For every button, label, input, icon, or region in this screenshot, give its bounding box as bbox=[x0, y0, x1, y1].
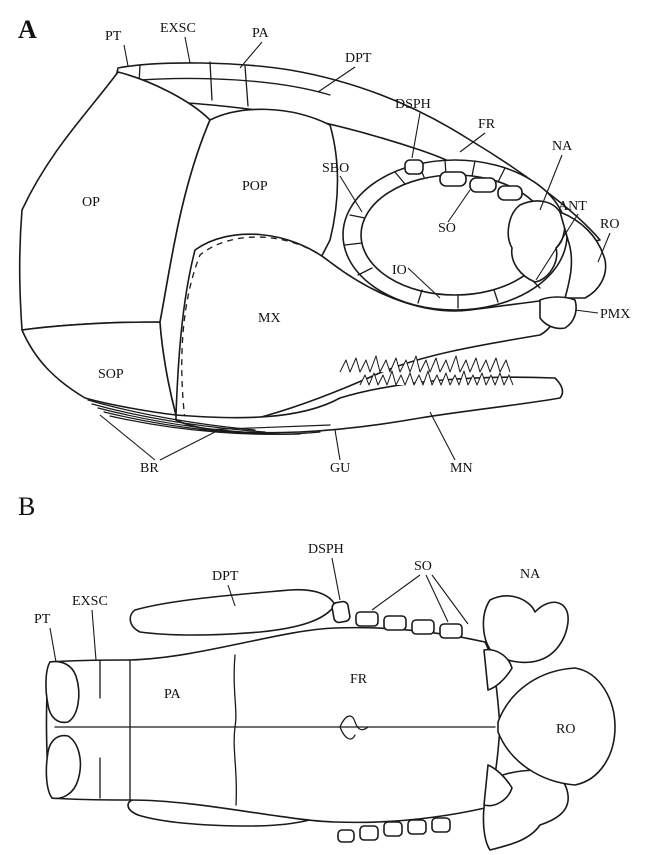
label-a-dsph: DSPH bbox=[395, 97, 431, 112]
label-a-io: IO bbox=[392, 263, 407, 278]
label-a-sbo: SBO bbox=[322, 161, 349, 176]
label-b-pa: PA bbox=[164, 687, 182, 702]
label-a-gu: GU bbox=[330, 461, 350, 476]
so-dorsal-lower-2 bbox=[360, 826, 378, 840]
so-bone-1 bbox=[440, 172, 466, 186]
label-a-fr: FR bbox=[478, 117, 496, 132]
label-b-dpt: DPT bbox=[212, 569, 239, 584]
label-a-dpt: DPT bbox=[345, 51, 372, 66]
label-a-pmx: PMX bbox=[600, 307, 630, 322]
panel-b-letter: B bbox=[18, 492, 35, 521]
so-dorsal-lower-3 bbox=[384, 822, 402, 836]
label-a-so: SO bbox=[438, 221, 456, 236]
label-b-exsc: EXSC bbox=[72, 594, 108, 609]
premaxilla-bone bbox=[540, 297, 576, 328]
so-bone-3 bbox=[498, 186, 522, 200]
label-a-ant: ANT bbox=[558, 199, 587, 214]
label-b-fr: FR bbox=[350, 672, 368, 687]
so-dorsal-2 bbox=[384, 616, 406, 630]
so-dorsal-lower-4 bbox=[408, 820, 426, 834]
label-b-na: NA bbox=[520, 567, 541, 582]
so-bone-2 bbox=[470, 178, 496, 192]
label-a-na: NA bbox=[552, 139, 573, 154]
dsph-bone-dorsal bbox=[331, 601, 350, 623]
label-a-pop: POP bbox=[242, 179, 268, 194]
pt-lobe-upper bbox=[46, 662, 79, 723]
label-b-ro: RO bbox=[556, 722, 575, 737]
label-a-sop: SOP bbox=[98, 367, 124, 382]
label-a-op: OP bbox=[82, 195, 100, 210]
rostral-bone-lateral bbox=[560, 212, 606, 298]
label-a-pa: PA bbox=[252, 26, 270, 41]
so-dorsal-1 bbox=[356, 612, 378, 626]
label-a-exsc: EXSC bbox=[160, 21, 196, 36]
label-b-so: SO bbox=[414, 559, 432, 574]
so-dorsal-lower-5 bbox=[432, 818, 450, 832]
label-b-dsph: DSPH bbox=[308, 542, 344, 557]
so-dorsal-lower-1 bbox=[338, 830, 354, 842]
so-dorsal-4 bbox=[440, 624, 462, 638]
dpt-bone-dorsal-upper bbox=[130, 590, 335, 635]
label-b-pt: PT bbox=[34, 612, 51, 627]
dsph-bone-lateral bbox=[405, 160, 423, 174]
dentary-teeth bbox=[360, 371, 513, 385]
label-a-pt: PT bbox=[105, 29, 122, 44]
panel-a-letter: A bbox=[18, 15, 37, 44]
dorsal-roof-block bbox=[46, 628, 500, 823]
label-a-br: BR bbox=[140, 461, 159, 476]
so-dorsal-3 bbox=[412, 620, 434, 634]
label-a-ro: RO bbox=[600, 217, 619, 232]
panel-a-lateral-view: A bbox=[18, 15, 630, 476]
label-a-mx: MX bbox=[258, 311, 281, 326]
label-a-mn: MN bbox=[450, 461, 473, 476]
panel-b-dorsal-view: B bbox=[18, 492, 615, 850]
